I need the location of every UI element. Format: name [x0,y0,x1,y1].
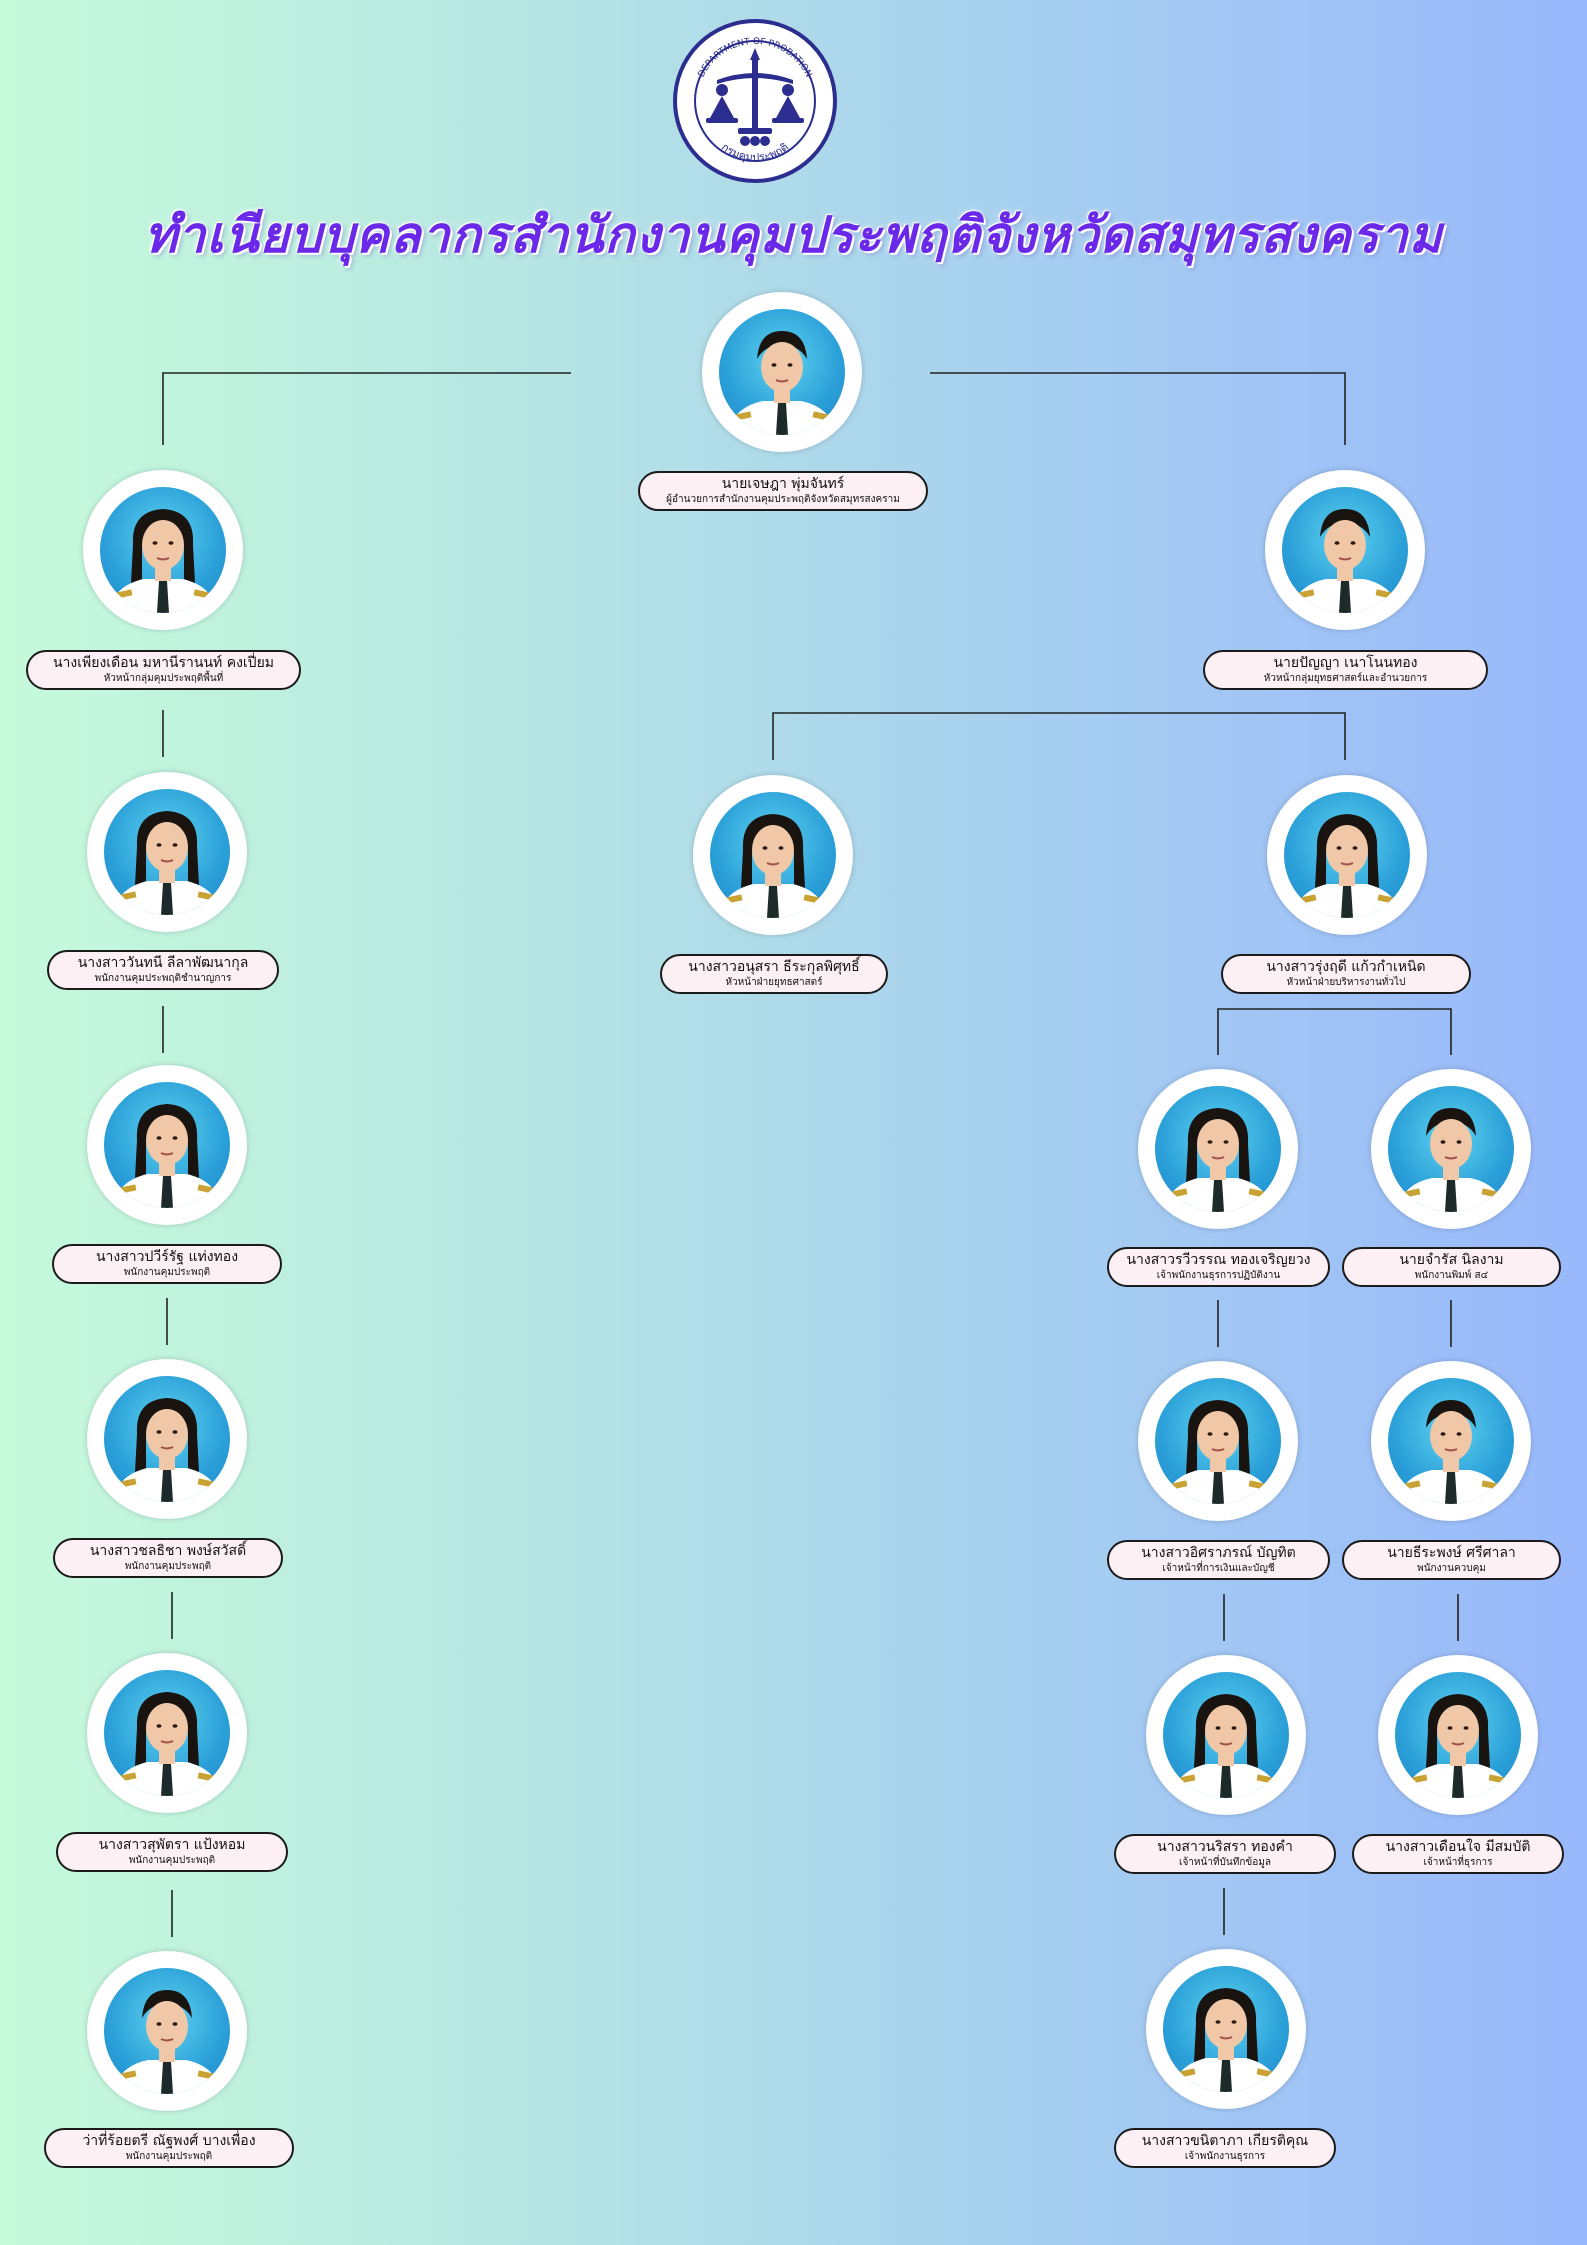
staff-label-l3: นางสาวชลธิชา พงษ์สวัสดิ์พนักงานคุมประพฤต… [53,1538,283,1578]
staff-label-l4: นางสาวสุพัตรา แป้งหอมพนักงานคุมประพฤติ [56,1832,288,1872]
staff-name: นางสาวสุพัตรา แป้งหอม [98,1837,246,1853]
staff-name: นางสาวปวีร์รัฐ แท่งทอง [95,1249,239,1265]
staff-name: นายปัญญา เนาโนนทอง [1273,655,1418,671]
staff-role: เจ้าหน้าที่ธุรการ [1423,1857,1493,1868]
staff-role: พนักงานควบคุม [1417,1563,1486,1574]
staff-label-head-right: นายปัญญา เนาโนนทองหัวหน้ากลุ่มยุทธศาสตร์… [1203,650,1488,690]
staff-label-director: นายเจษฎา พุ่มจันทร์ผู้อำนวยการสำนักงานคุ… [638,471,928,511]
staff-label-a4: นางสาวขนิตาภา เกียรติคุณเจ้าพนักงานธุรกา… [1114,2128,1336,2168]
portrait-image [1155,1086,1281,1212]
staff-photo-strategy [693,775,853,935]
staff-name: นายเจษฎา พุ่มจันทร์ [721,476,845,492]
portrait-image [104,1376,230,1502]
staff-role: เจ้าพนักงานธุรการ [1184,2151,1266,2162]
staff-name: นางสาวอิศราภรณ์ บัญทิต [1141,1545,1296,1561]
staff-role: หัวหน้ากลุ่มคุมประพฤติพื้นที่ [103,673,224,684]
staff-photo-head-right [1265,470,1425,630]
portrait-image [1163,1966,1289,2092]
staff-photo-a1 [1138,1069,1298,1229]
staff-name: นายธีระพงษ์ ศรีศาลา [1387,1545,1516,1561]
staff-role: เจ้าหน้าที่บันทึกข้อมูล [1179,1857,1271,1868]
portrait-image [1395,1672,1521,1798]
staff-label-l5: ว่าที่ร้อยตรี ณัฐพงศ์ บางเพื่องพนักงานคุ… [44,2128,294,2168]
portrait-image [104,1968,230,2094]
staff-name: นางสาววันทนี ลีลาพัฒนากุล [77,955,249,971]
staff-name: นางสาวขนิตาภา เกียรติคุณ [1141,2133,1309,2149]
portrait-image [719,309,845,435]
staff-label-a1: นางสาวรวีวรรณ ทองเจริญยวงเจ้าพนักงานธุรก… [1107,1247,1330,1287]
staff-name: นายจำรัส นิลงาม [1399,1252,1504,1268]
staff-photo-l3 [87,1359,247,1519]
portrait-image [1284,792,1410,918]
staff-photo-b3 [1378,1655,1538,1815]
staff-name: นางสาวชลธิชา พงษ์สวัสดิ์ [89,1543,247,1559]
portrait-image [710,792,836,918]
staff-name: นางสาวรวีวรรณ ทองเจริญยวง [1126,1252,1311,1268]
portrait-image [100,487,226,613]
staff-photo-l5 [87,1951,247,2111]
staff-label-admin: นางสาวรุ่งฤดี แก้วกำเหนิดหัวหน้าฝ่ายบริห… [1221,954,1471,994]
staff-role: พนักงานคุมประพฤติ [124,1561,212,1572]
portrait-image [1163,1672,1289,1798]
staff-name: ว่าที่ร้อยตรี ณัฐพงศ์ บางเพื่อง [82,2133,256,2149]
staff-name: นางสาวนริสรา ทองคำ [1157,1839,1293,1855]
staff-photo-director [702,292,862,452]
staff-photo-l1 [87,772,247,932]
staff-role: เจ้าหน้าที่การเงินและบัญชี [1162,1563,1275,1574]
staff-name: นางเพียงเดือน มหานีรานนท์ คงเปี่ยม [52,655,275,671]
staff-role: พนักงานคุมประพฤติชำนาญการ [94,973,232,984]
staff-label-a2: นางสาวอิศราภรณ์ บัญทิตเจ้าหน้าที่การเงิน… [1107,1540,1330,1580]
page-title: ทำเนียบบุคลากรสำนักงานคุมประพฤติจังหวัดส… [144,205,1443,264]
staff-role: พนักงานคุมประพฤติ [123,1267,211,1278]
staff-photo-a3 [1146,1655,1306,1815]
staff-role: หัวหน้ากลุ่มยุทธศาสตร์และอำนวยการ [1263,673,1428,684]
portrait-image [104,1082,230,1208]
staff-photo-a2 [1138,1361,1298,1521]
staff-photo-l2 [87,1065,247,1225]
staff-photo-a4 [1146,1949,1306,2109]
department-logo: DEPARTMENT OF PROBATION กรมคุมประพฤติ [672,18,838,184]
scales-of-justice-seal-icon: DEPARTMENT OF PROBATION กรมคุมประพฤติ [673,19,837,183]
portrait-image [1155,1378,1281,1504]
staff-photo-b1 [1371,1069,1531,1229]
staff-label-l2: นางสาวปวีร์รัฐ แท่งทองพนักงานคุมประพฤติ [52,1244,282,1284]
staff-role: ผู้อำนวยการสำนักงานคุมประพฤติจังหวัดสมุท… [666,494,900,505]
staff-photo-head-left [83,470,243,630]
staff-label-a3: นางสาวนริสรา ทองคำเจ้าหน้าที่บันทึกข้อมู… [1114,1834,1336,1874]
staff-photo-b2 [1371,1361,1531,1521]
portrait-image [104,789,230,915]
staff-role: เจ้าพนักงานธุรการปฏิบัติงาน [1156,1270,1281,1281]
staff-name: นางสาวรุ่งฤดี แก้วกำเหนิด [1266,959,1426,975]
portrait-image [1388,1378,1514,1504]
portrait-image [104,1670,230,1796]
staff-role: พนักงานคุมประพฤติ [125,2151,213,2162]
staff-role: หัวหน้าฝ่ายยุทธศาสตร์ [725,977,823,988]
staff-label-b2: นายธีระพงษ์ ศรีศาลาพนักงานควบคุม [1342,1540,1561,1580]
staff-label-b3: นางสาวเดือนใจ มีสมบัติเจ้าหน้าที่ธุรการ [1352,1834,1564,1874]
staff-photo-l4 [87,1653,247,1813]
staff-name: นางสาวเดือนใจ มีสมบัติ [1385,1839,1531,1855]
staff-name: นางสาวอนุสรา ธีระกุลพิศุทธิ์ [688,959,860,975]
staff-label-head-left: นางเพียงเดือน มหานีรานนท์ คงเปี่ยมหัวหน้… [26,650,301,690]
staff-photo-admin [1267,775,1427,935]
staff-role: พนักงานพิมพ์ ส๔ [1414,1270,1489,1281]
portrait-image [1282,487,1408,613]
staff-role: พนักงานคุมประพฤติ [128,1855,216,1866]
staff-label-strategy: นางสาวอนุสรา ธีระกุลพิศุทธิ์หัวหน้าฝ่ายย… [660,954,888,994]
portrait-image [1388,1086,1514,1212]
staff-role: หัวหน้าฝ่ายบริหารงานทั่วไป [1286,977,1406,988]
staff-label-b1: นายจำรัส นิลงามพนักงานพิมพ์ ส๔ [1342,1247,1561,1287]
staff-label-l1: นางสาววันทนี ลีลาพัฒนากุลพนักงานคุมประพฤ… [47,950,279,990]
